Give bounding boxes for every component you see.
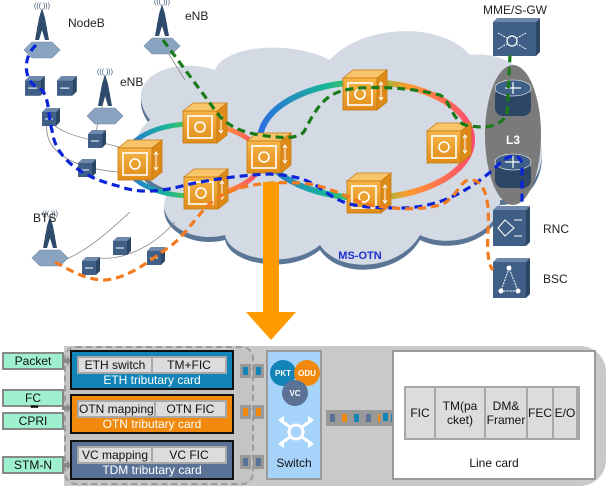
port-icon — [339, 411, 350, 425]
line-card: FIC TM(pa cket) DM& Framer FEC E/O Line … — [392, 350, 596, 480]
access-switch-icon — [112, 236, 132, 256]
otn-card-label: OTN tributary card — [102, 417, 202, 431]
eth-card-label: ETH tributary card — [103, 373, 201, 387]
bts-label: BTS — [33, 211, 56, 225]
lc-tm-block: TM(pa cket) — [436, 388, 484, 438]
radio-unit-icon — [56, 75, 78, 97]
eth-switch-block: ETH switch — [79, 358, 151, 372]
rnc-device-icon — [493, 206, 530, 246]
rnc-label: RNC — [543, 222, 569, 236]
source-cpri: CPRI — [2, 412, 64, 430]
otn-node-icon — [246, 132, 292, 174]
arrow-icon — [62, 403, 71, 413]
port-icon — [327, 411, 338, 425]
orange-service-path — [54, 178, 495, 282]
network-diagram: ((( ))) NodeB eNB eNB BTS — [23, 0, 569, 340]
otn-fic-block: OTN FIC — [155, 402, 225, 416]
input-arrows — [62, 356, 71, 470]
vc-mapping-block: VC mapping — [79, 448, 151, 462]
router-icon — [494, 79, 532, 116]
port-icon — [253, 405, 264, 419]
lc-fic-block: FIC — [406, 388, 434, 438]
bsc-label: BSC — [543, 272, 568, 286]
tm-fic-block: TM+FIC — [153, 358, 225, 372]
tdm-ports — [240, 455, 264, 469]
vc-circle: VC — [282, 380, 308, 406]
switch-crossconnect-icon — [278, 416, 314, 448]
enb-left-label: eNB — [120, 75, 143, 89]
blue-service-path — [24, 43, 524, 210]
bsc-device-icon — [493, 258, 530, 298]
otn-mapping-block: OTN mapping — [79, 402, 154, 416]
tdm-card-label: TDM tributary card — [102, 463, 202, 477]
linecard-port — [380, 410, 391, 424]
port-icon — [363, 411, 374, 425]
router-icon — [494, 153, 532, 188]
drill-down-arrow — [246, 182, 296, 340]
source-fc: FC — [2, 389, 64, 407]
nodeb-label: NodeB — [68, 16, 105, 30]
enb-top-tower-icon — [143, 0, 181, 55]
port-icon — [253, 364, 264, 378]
port-icon — [240, 455, 251, 469]
source-packet: Packet — [2, 352, 64, 370]
port-icon — [240, 405, 251, 419]
lc-eo-block: E/O — [554, 388, 576, 438]
eth-ports — [240, 364, 264, 378]
line-card-label: Line card — [469, 456, 519, 470]
otn-node-icon — [182, 102, 228, 144]
ms-otn-cloud — [134, 31, 542, 270]
switch-card: PKT ODU VC Switch — [266, 350, 322, 480]
access-switch-icon — [87, 129, 107, 149]
otn-ports — [240, 405, 264, 419]
mme-sgw-device-icon — [493, 18, 540, 56]
port-icon — [253, 455, 264, 469]
port-icon — [351, 411, 362, 425]
mme-label: MME/S-GW — [483, 3, 548, 17]
port-icon — [240, 364, 251, 378]
otn-node-icon — [426, 122, 472, 164]
lc-fec-block: FEC — [528, 388, 552, 438]
access-switch-icon — [81, 256, 101, 276]
l3-label: L3 — [506, 133, 520, 147]
arrow-icon — [62, 460, 71, 470]
lc-dm-framer-block: DM& Framer — [486, 388, 526, 438]
port-icon — [380, 410, 391, 424]
nodeb-tower-icon — [23, 2, 61, 59]
green-service-path — [161, 39, 512, 139]
otn-node-icon — [183, 168, 229, 210]
enb-top-label: eNB — [185, 9, 208, 23]
ellipsis-icon: ••• — [30, 402, 39, 413]
source-stm-n: STM-N — [2, 456, 64, 474]
arrow-icon — [62, 356, 71, 366]
access-switch-icon — [77, 158, 97, 178]
vc-fic-block: VC FIC — [153, 448, 225, 462]
switch-label: Switch — [276, 456, 312, 470]
ms-otn-label: MS-OTN — [338, 250, 381, 262]
otn-node-icon — [117, 139, 163, 181]
